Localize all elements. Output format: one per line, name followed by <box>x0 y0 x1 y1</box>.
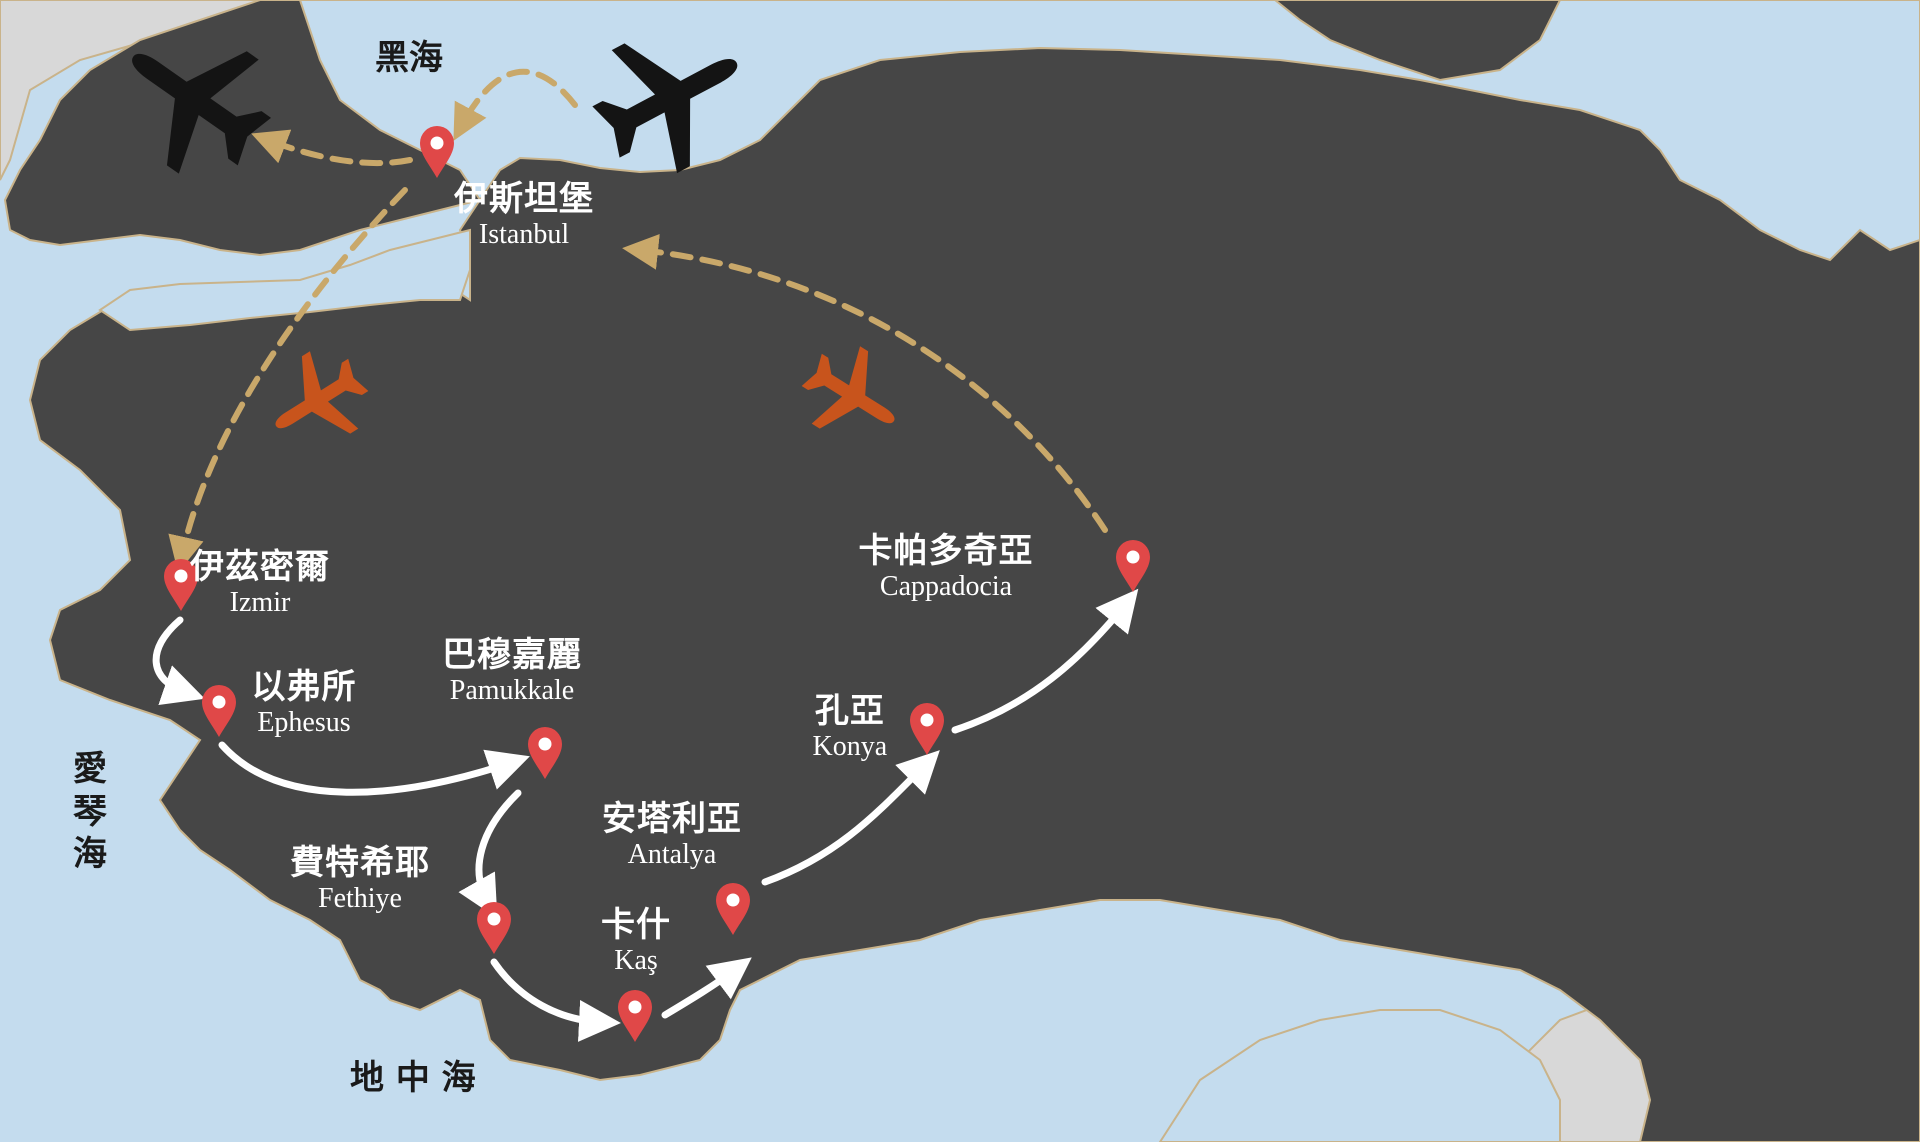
flight-route-cappadocia-istanbul <box>622 233 1108 533</box>
turkey-landmass <box>28 0 1920 1142</box>
sea-label-mediterranean: 地 中 海 <box>350 1058 476 1098</box>
city-label-antalya: 安塔利亞 Antalya <box>602 799 742 871</box>
city-name-zh: 伊斯坦堡 <box>454 179 594 219</box>
city-name-zh: 卡什 <box>601 905 671 945</box>
city-label-cappadocia: 卡帕多奇亞 Cappadocia <box>858 531 1034 603</box>
route-layer <box>152 68 1139 1042</box>
city-name-en: Izmir <box>229 587 291 619</box>
city-name-en: Istanbul <box>478 219 570 251</box>
city-label-izmir: 伊茲密爾 Izmir <box>190 547 330 619</box>
city-label-ephesus: 以弗所 Ephesus <box>251 667 357 739</box>
city-name-zh: 巴穆嘉麗 <box>442 635 582 675</box>
ground-route-konya-cappadocia <box>951 588 1139 734</box>
city-name-en: Fethiye <box>318 883 402 915</box>
city-name-en: Cappadocia <box>879 571 1013 603</box>
city-label-kas: 卡什 Kaş <box>601 905 671 977</box>
sea-label-aegean: 愛琴海 <box>73 749 107 874</box>
flight-route-istanbul-west <box>251 129 413 167</box>
city-name-en: Pamukkale <box>449 675 575 707</box>
ground-route-fethiye-kas <box>490 958 621 1042</box>
ground-route-izmir-ephesus <box>152 616 205 706</box>
gulf-southeast <box>1158 1009 1561 1142</box>
city-label-fethiye: 費特希耶 Fethiye <box>290 843 430 915</box>
city-name-zh: 卡帕多奇亞 <box>858 531 1034 571</box>
flight-route-istanbul-izmir <box>168 187 408 573</box>
city-name-en: Konya <box>812 731 888 763</box>
city-name-en: Antalya <box>627 839 717 871</box>
flight-route-arrival <box>453 68 578 141</box>
city-name-zh: 安塔利亞 <box>602 799 742 839</box>
city-name-zh: 費特希耶 <box>290 843 430 883</box>
marmara-sea <box>98 228 471 332</box>
ground-route-antalya-konya <box>761 750 940 886</box>
ground-route-pamukkale-fethiye <box>458 789 522 919</box>
city-label-konya: 孔亞 Konya <box>812 691 888 763</box>
city-name-zh: 伊茲密爾 <box>190 547 330 587</box>
city-name-zh: 以弗所 <box>251 667 357 707</box>
ground-route-kas-antalya <box>661 957 752 1019</box>
city-name-zh: 孔亞 <box>814 691 885 731</box>
sea-label-black-sea: 黑海 <box>375 38 443 78</box>
ground-route-ephesus-pamukkale <box>218 741 530 796</box>
city-name-en: Kaş <box>614 945 658 977</box>
city-name-en: Ephesus <box>257 707 351 739</box>
city-label-istanbul: 伊斯坦堡 Istanbul <box>454 179 594 251</box>
city-label-pamukkale: 巴穆嘉麗 Pamukkale <box>442 635 582 707</box>
